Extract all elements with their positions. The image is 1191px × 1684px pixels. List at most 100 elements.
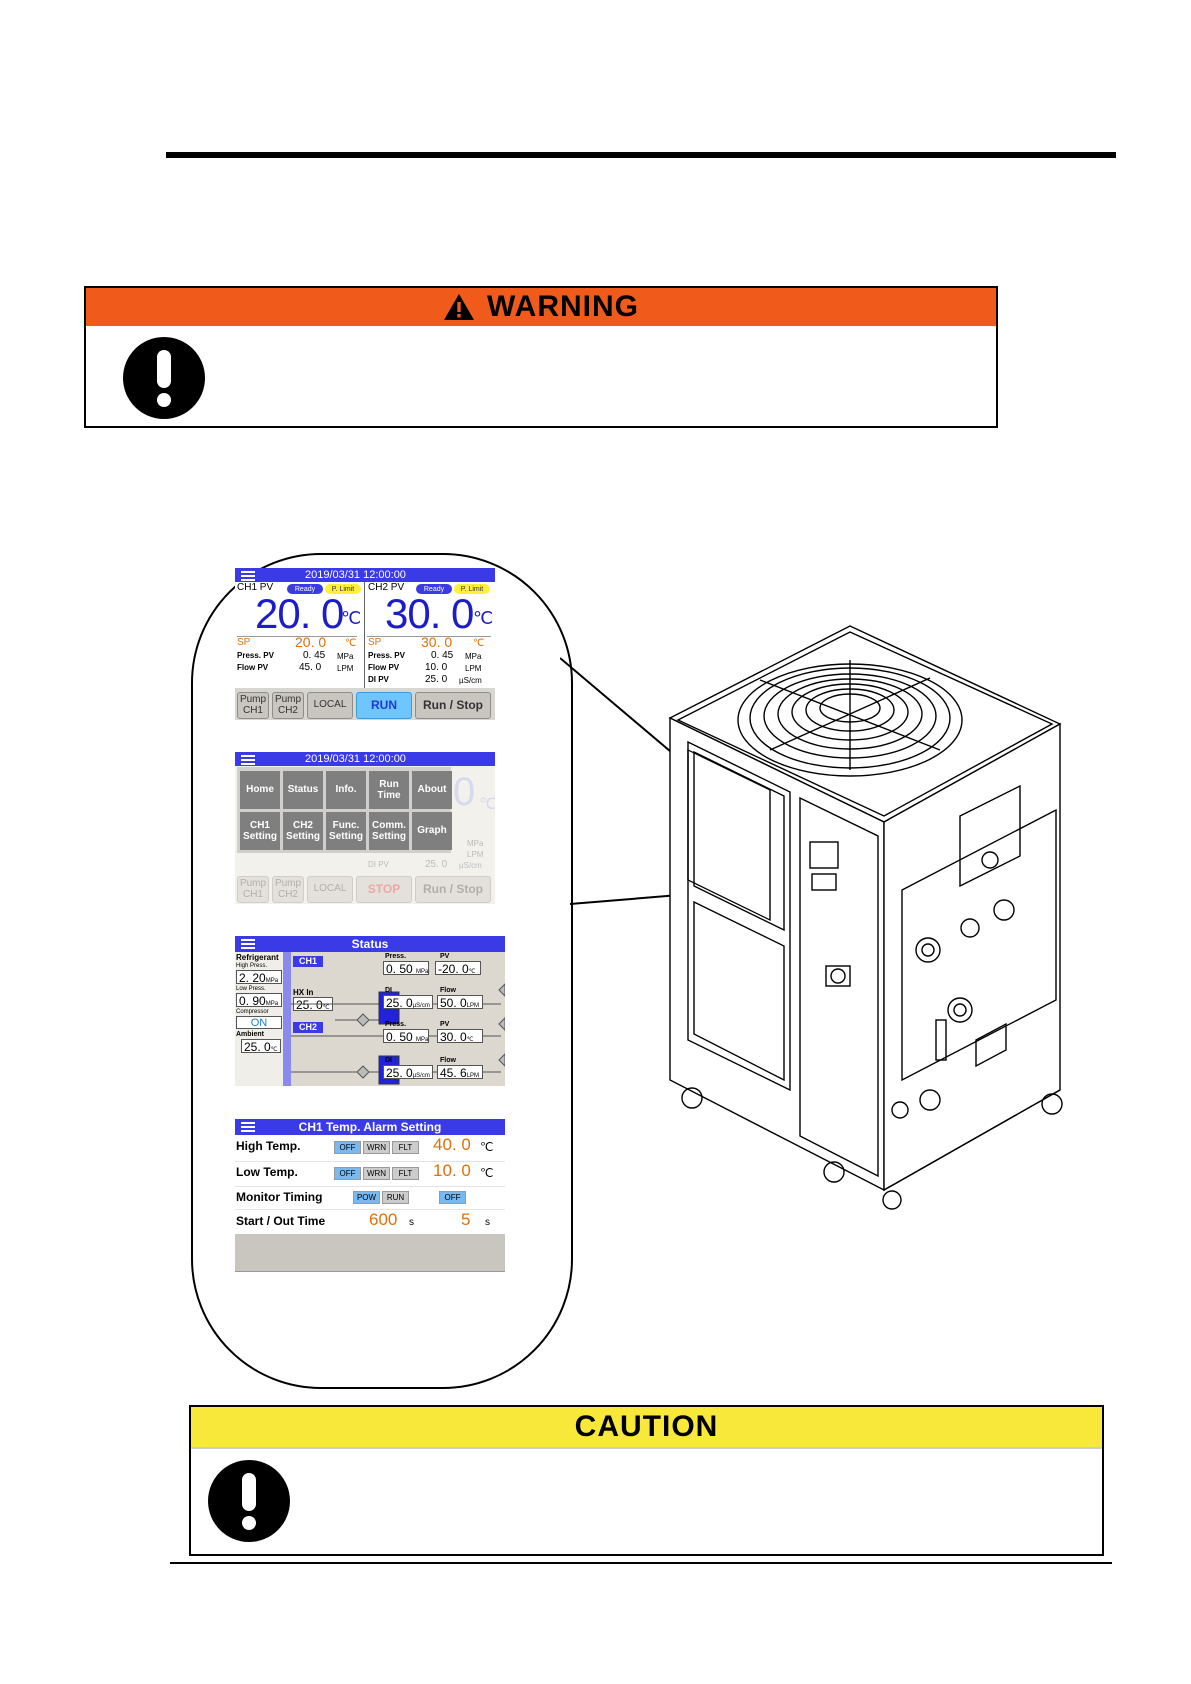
- monitor-timing-label: Monitor Timing: [236, 1190, 323, 1204]
- faded-pv-unit: ℃: [479, 796, 495, 813]
- menu-icon[interactable]: [241, 939, 255, 951]
- faded-di-value: 25. 0: [425, 859, 448, 870]
- menu-icon[interactable]: [241, 571, 255, 583]
- menu-graph-button[interactable]: Graph: [412, 812, 452, 850]
- ch1-press-value: 0. 45: [303, 650, 326, 661]
- ch1-pv-box: -20. 0℃: [435, 961, 481, 976]
- menu-comm-setting-button[interactable]: Comm. Setting: [369, 812, 409, 850]
- faded-lpm: LPM: [467, 850, 484, 859]
- high-temp-wrn-toggle[interactable]: WRN: [363, 1141, 390, 1154]
- low-temp-wrn-toggle[interactable]: WRN: [363, 1167, 390, 1180]
- status-screen-titlebar: Status: [235, 936, 505, 952]
- start-out-time-label: Start / Out Time: [236, 1214, 326, 1228]
- high-press-label: High Press.: [236, 963, 268, 969]
- menu-func-setting-button[interactable]: Func. Setting: [326, 812, 366, 850]
- low-temp-off-toggle[interactable]: OFF: [334, 1167, 361, 1180]
- ch2-press-box: 0. 50 MPa: [383, 1029, 429, 1044]
- ch1-flow-label: Flow PV: [237, 663, 269, 672]
- run-button[interactable]: RUN: [356, 692, 412, 719]
- ch1-press-box: 0. 50 MPa: [383, 961, 429, 976]
- out-time-value[interactable]: 5: [461, 1210, 471, 1229]
- high-temp-off-toggle[interactable]: OFF: [334, 1141, 361, 1154]
- ch1-sp-label: SP: [237, 637, 251, 648]
- monitor-pow-toggle[interactable]: POW: [353, 1191, 380, 1204]
- menu-icon[interactable]: [241, 755, 255, 767]
- low-temp-label: Low Temp.: [236, 1165, 298, 1179]
- faded-pump-ch1-button: Pump CH1: [237, 876, 269, 903]
- ch2-pv-label: PV: [440, 1021, 450, 1028]
- low-temp-value[interactable]: 10. 0: [433, 1161, 471, 1180]
- header-rule: [166, 152, 1116, 158]
- ch1-plimit-badge: P. Limit: [325, 584, 361, 594]
- menu-home-button[interactable]: Home: [240, 771, 280, 809]
- high-press-box: 2. 20MPa: [236, 970, 282, 985]
- start-time-value[interactable]: 600: [369, 1210, 398, 1229]
- ch2-press-value: 0. 45: [431, 650, 454, 661]
- menu-about-button[interactable]: About: [412, 771, 452, 809]
- faded-pv-value: 0: [453, 770, 476, 814]
- ch2-sp-value: 30. 0: [421, 634, 453, 650]
- menu-info-button[interactable]: Info.: [326, 771, 366, 809]
- low-press-box: 0. 90MPa: [236, 993, 282, 1008]
- warning-box: WARNING: [84, 286, 998, 428]
- ch1-pv-label: PV: [440, 953, 450, 960]
- faded-di-label: DI PV: [368, 860, 389, 869]
- hx-in-label: HX In: [293, 988, 314, 997]
- high-temp-label: High Temp.: [236, 1139, 301, 1153]
- high-temp-flt-toggle[interactable]: FLT: [392, 1141, 419, 1154]
- ch1-di-label: DI: [385, 987, 392, 994]
- local-button[interactable]: LOCAL: [307, 692, 353, 719]
- monitor-run-toggle[interactable]: RUN: [382, 1191, 409, 1204]
- caution-title: CAUTION: [574, 1410, 719, 1443]
- ch1-flow-label: Flow: [440, 987, 456, 994]
- datetime: 2019/03/31 12:00:00: [305, 569, 406, 581]
- ch1-press-label: Press. PV: [237, 651, 274, 660]
- pump-ch1-button[interactable]: Pump CH1: [237, 692, 269, 719]
- ch2-di-value: 25. 0: [425, 674, 448, 685]
- ch2-tag: CH2: [293, 1022, 323, 1033]
- datetime: 2019/03/31 12:00:00: [305, 753, 406, 765]
- ch2-flow-label: Flow: [440, 1057, 456, 1064]
- status-screen: Status Refrigerant High Press. 2. 20MPa …: [235, 936, 505, 1086]
- warning-triangle-icon: [444, 294, 474, 320]
- low-press-label: Low Press.: [236, 986, 266, 992]
- monitor-off-toggle[interactable]: OFF: [439, 1191, 466, 1204]
- low-temp-flt-toggle[interactable]: FLT: [392, 1167, 419, 1180]
- menu-run-time-button[interactable]: Run Time: [369, 771, 409, 809]
- ch2-sp-label: SP: [368, 637, 382, 648]
- ch1-sp-value: 20. 0: [295, 634, 327, 650]
- status-title: Status: [351, 937, 389, 951]
- run-stop-button[interactable]: Run / Stop: [415, 692, 491, 719]
- mandatory-action-icon: [123, 337, 205, 419]
- faded-pump-ch2-button: Pump CH2: [272, 876, 304, 903]
- ch1-pv-value: 20. 0: [255, 590, 344, 637]
- ch2-press-label: Press.: [385, 1021, 407, 1028]
- menu-ch2-setting-button[interactable]: CH2 Setting: [283, 812, 323, 850]
- ambient-box: 25. 0℃: [241, 1039, 281, 1054]
- ch2-pv-box: 30. 0℃: [437, 1029, 483, 1044]
- ch2-flow-box: 45. 6LPM: [437, 1065, 483, 1080]
- ch2-plimit-badge: P. Limit: [454, 584, 490, 594]
- mandatory-action-icon: [208, 1460, 290, 1542]
- ch1-flow-unit: LPM: [337, 664, 354, 673]
- ch1-ready-badge: Ready: [287, 584, 323, 594]
- ch2-di-unit: µS/cm: [459, 676, 482, 685]
- menu-icon[interactable]: [241, 1122, 255, 1134]
- compressor-status: ON: [236, 1016, 282, 1029]
- faded-stop-button: STOP: [356, 876, 412, 903]
- ambient-label: Ambient: [236, 1031, 264, 1038]
- faded-mpa: MPa: [467, 839, 484, 848]
- menu-ch1-setting-button[interactable]: CH1 Setting: [240, 812, 280, 850]
- warning-title: WARNING: [487, 290, 639, 323]
- menu-screen: 2019/03/31 12:00:00 0 ℃ MPa LPM DI PV 25…: [235, 752, 495, 904]
- callout-bubble: [191, 553, 573, 1389]
- pump-ch2-button[interactable]: Pump CH2: [272, 692, 304, 719]
- ch2-pv-label: CH2 PV: [368, 582, 405, 593]
- high-temp-value[interactable]: 40. 0: [433, 1135, 471, 1154]
- ch1-press-label: Press.: [385, 953, 407, 960]
- ch2-pv-value: 30. 0: [385, 590, 474, 637]
- home-screen-titlebar: 2019/03/31 12:00:00: [235, 568, 495, 582]
- ch1-sp-unit: ℃: [345, 638, 357, 649]
- out-time-unit: s: [485, 1217, 490, 1228]
- menu-status-button[interactable]: Status: [283, 771, 323, 809]
